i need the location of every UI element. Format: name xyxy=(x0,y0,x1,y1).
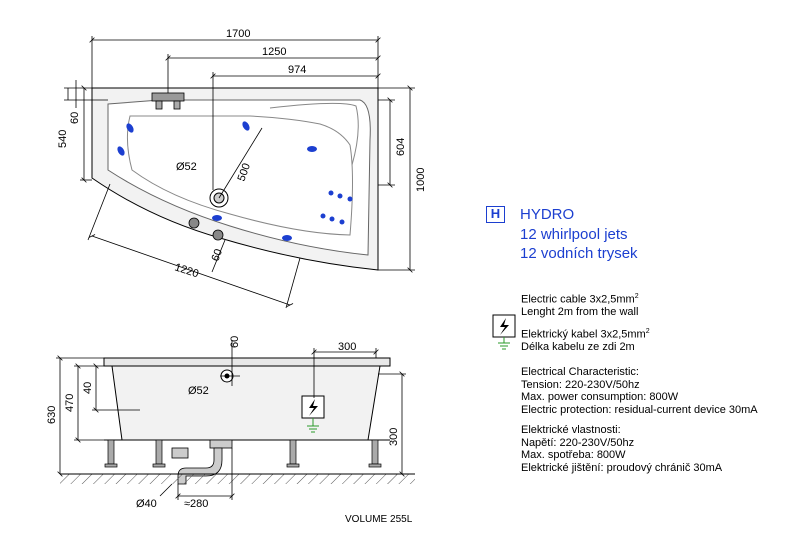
jet-icon xyxy=(347,196,353,202)
backrest-curve xyxy=(269,102,359,166)
characteristics-en-heading: Electrical Characteristic: xyxy=(521,366,639,378)
electric-box-icon xyxy=(492,314,516,350)
hydro-title: HYDRO xyxy=(520,206,575,223)
jet-icon xyxy=(126,123,134,133)
characteristics-en: Electrical Characteristic: Tension: 220-… xyxy=(521,366,758,416)
dim-side-top-width: 300 xyxy=(338,341,356,353)
characteristics-cz: Elektrické vlastnosti: Napětí: 220-230V/… xyxy=(521,424,722,474)
jet-icon xyxy=(320,213,326,219)
dim-inner-width: 974 xyxy=(288,64,306,76)
characteristics-en-protection: Electric protection: residual-current de… xyxy=(521,403,758,416)
hydro-jets-cz: 12 vodních trysek xyxy=(520,245,638,262)
top-view xyxy=(64,36,415,309)
dim-diag: 500 xyxy=(236,162,254,183)
dim-drain-top: Ø52 xyxy=(176,161,197,173)
dim-rim: 40 xyxy=(82,382,94,394)
dim-left-depth: 540 xyxy=(57,130,69,148)
dim-right-total: 1000 xyxy=(415,168,427,192)
side-view xyxy=(56,340,415,500)
electric-box-icon xyxy=(301,395,325,433)
dim-waste: Ø40 xyxy=(136,498,157,510)
jet-icon xyxy=(242,121,250,131)
dim-waste-offset: ≈280 xyxy=(184,498,208,510)
cable-length-en: Lenght 2m from the wall xyxy=(521,306,639,319)
overflow-knob-icon xyxy=(212,229,224,241)
characteristics-en-power: Max. power consumption: 800W xyxy=(521,391,679,403)
dim-right-inner: 604 xyxy=(395,138,407,156)
dim-total-width: 1700 xyxy=(226,28,250,40)
dim-bottom: 1220 xyxy=(173,261,200,280)
dim-side-top-offset: 60 xyxy=(229,336,241,348)
characteristics-cz-heading: Elektrické vlastnosti: xyxy=(521,424,621,436)
cable-cz-sup: 2 xyxy=(645,328,650,335)
jet-icon xyxy=(282,235,292,241)
overflow-knob-icon xyxy=(188,217,200,229)
dim-total-height: 630 xyxy=(46,406,58,424)
jet-icon xyxy=(307,146,317,152)
electric-cable-en: Electric cable 3x2,5mm2 Lenght 2m from t… xyxy=(521,291,639,319)
hydro-jets-en: 12 whirlpool jets xyxy=(520,225,628,243)
jet-icon xyxy=(329,216,335,222)
dim-left-offset: 60 xyxy=(69,112,81,124)
dim-drain-side: Ø52 xyxy=(188,385,209,397)
dim-leg-height: 300 xyxy=(388,428,400,446)
cable-length-cz: Délka kabelu ze zdi 2m xyxy=(521,341,635,354)
hydro-badge-icon: H xyxy=(486,206,505,223)
cable-en-sup: 2 xyxy=(634,293,639,300)
jet-icon xyxy=(337,193,343,199)
characteristics-cz-protection: Elektrické jištění: proudový chránič 30m… xyxy=(521,461,723,474)
volume-label: VOLUME 255L xyxy=(345,514,413,525)
tub-basin-top xyxy=(126,115,353,236)
jet-icon xyxy=(328,190,334,196)
faucet-icon xyxy=(151,92,185,110)
cable-cz-text: Elektrický kabel 3x2,5mm xyxy=(521,328,646,341)
jet-icon xyxy=(212,215,222,221)
dim-bottom-offset: 60 xyxy=(210,247,225,263)
cable-en-text: Electric cable 3x2,5mm xyxy=(521,293,635,306)
dim-body-height: 470 xyxy=(64,394,76,412)
electric-cable-cz: Elektrický kabel 3x2,5mm2 Délka kabelu z… xyxy=(521,326,650,354)
floor xyxy=(60,474,415,484)
characteristics-cz-voltage: Napětí: 220-230V/50hz xyxy=(521,436,635,449)
characteristics-cz-power: Max. spotřeba: 800W xyxy=(521,449,626,461)
jet-icon xyxy=(339,219,345,225)
characteristics-en-tension: Tension: 220-230V/50hz xyxy=(521,378,640,391)
jet-icon xyxy=(117,146,125,156)
tub-rim-side xyxy=(103,357,391,367)
tub-body-side xyxy=(111,365,381,441)
dim-mid-width: 1250 xyxy=(262,46,286,58)
